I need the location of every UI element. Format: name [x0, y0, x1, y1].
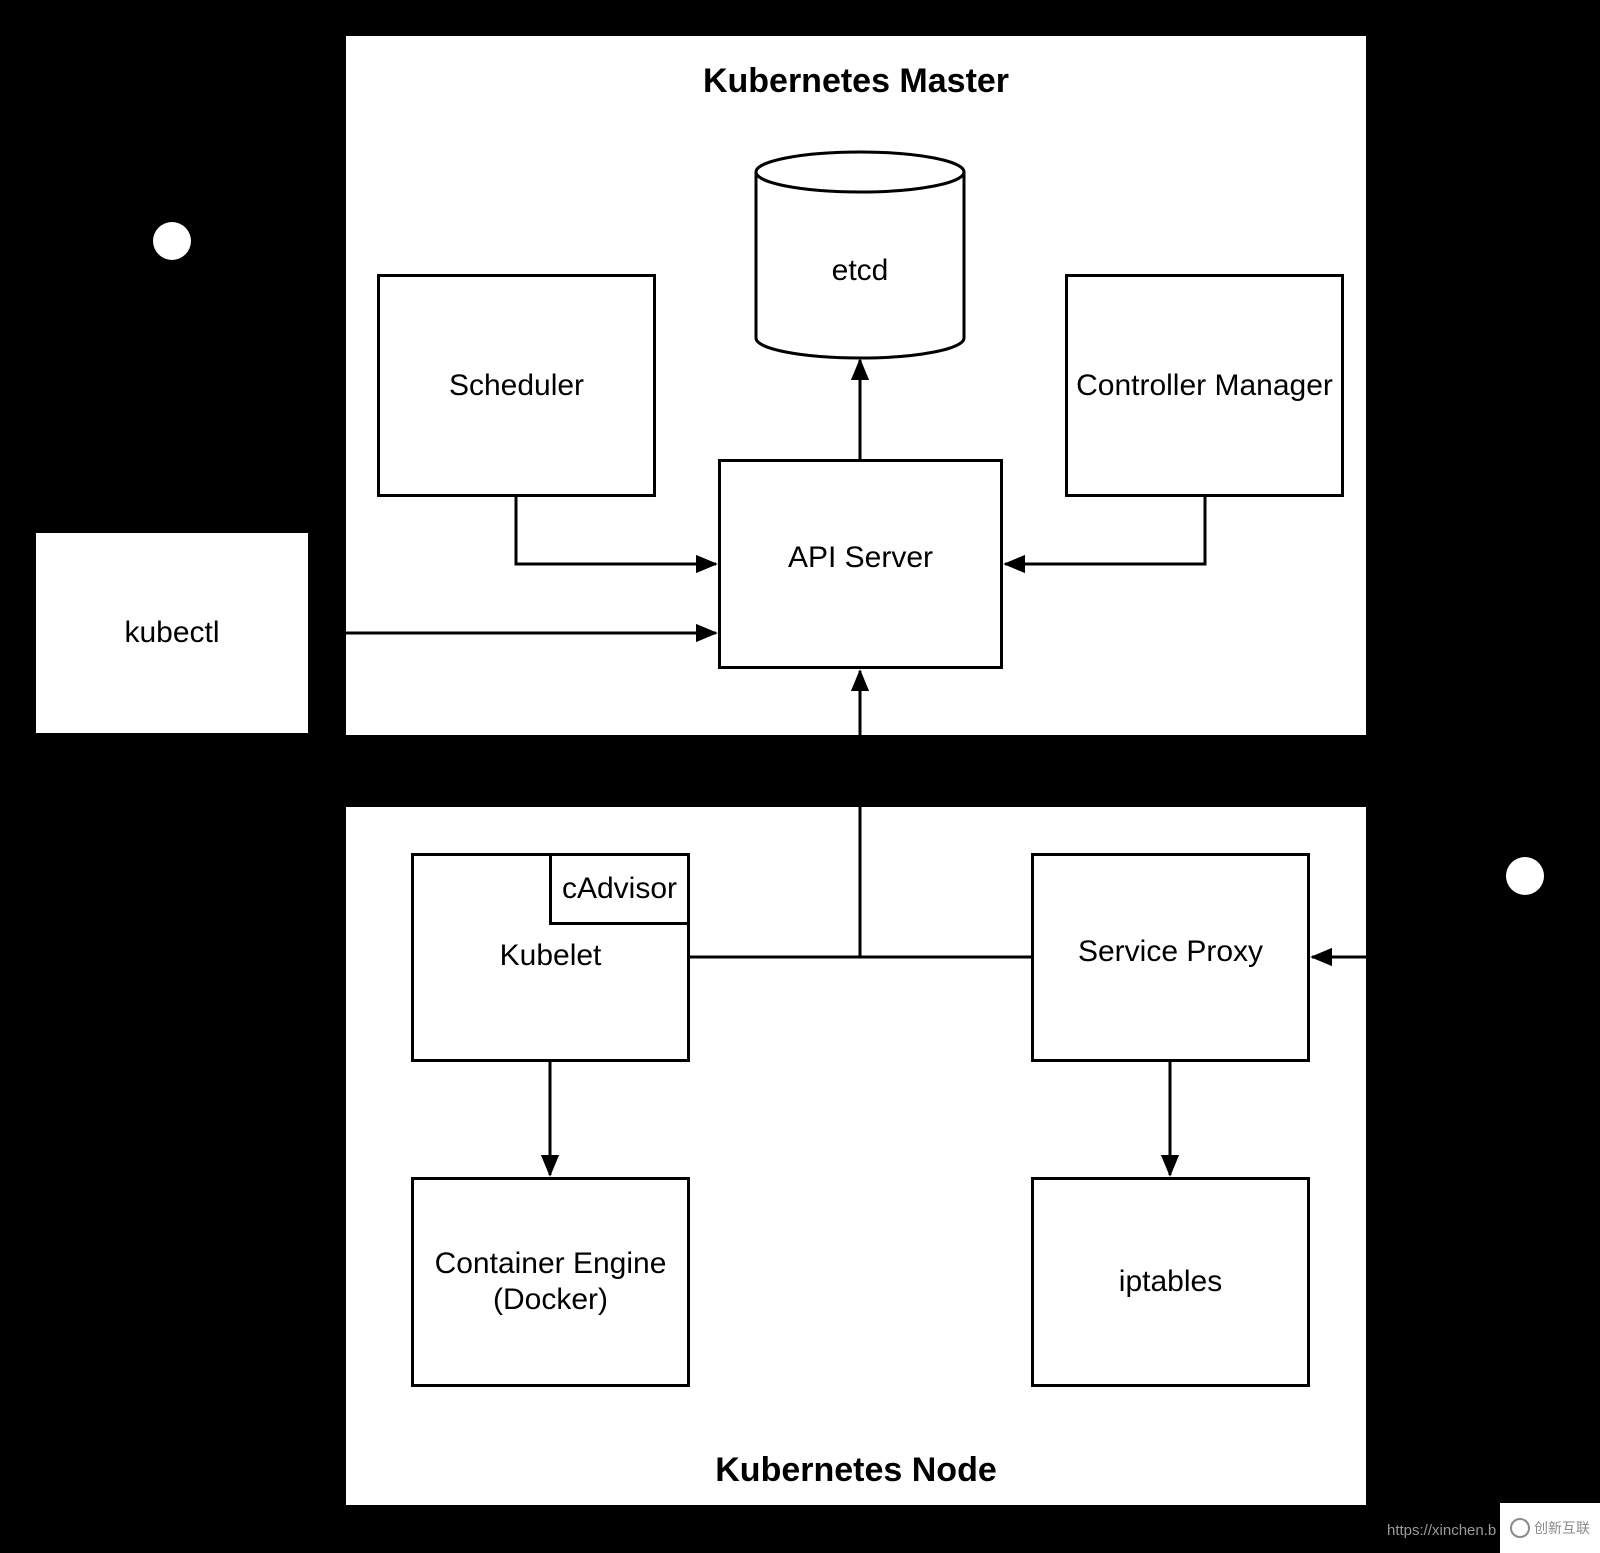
node-title: Kubernetes Node	[715, 1451, 997, 1489]
master-connector-dot	[153, 222, 191, 260]
kubectl-box: kubectl	[36, 533, 308, 733]
cadvisor-box: cAdvisor	[549, 853, 690, 925]
scheduler-label: Scheduler	[448, 368, 585, 402]
node-connector-dot	[1506, 857, 1544, 895]
kubelet-label: Kubelet	[499, 939, 602, 972]
etcd-label: etcd	[831, 254, 889, 287]
iptables-box: iptables	[1031, 1177, 1310, 1387]
controller-manager-box: Controller Manager	[1065, 274, 1344, 497]
cadvisor-label: cAdvisor	[561, 872, 678, 905]
controller-manager-label: Controller Manager	[1076, 368, 1333, 402]
service-proxy-label: Service Proxy	[1077, 934, 1264, 968]
scheduler-box: Scheduler	[377, 274, 656, 497]
master-title: Kubernetes Master	[702, 62, 1010, 100]
api-server-box: API Server	[718, 459, 1003, 669]
kubectl-label: kubectl	[124, 616, 220, 649]
watermark-logo-icon	[1510, 1518, 1530, 1538]
container-engine-label: Container Engine (Docker)	[434, 1247, 667, 1316]
iptables-label: iptables	[1118, 1265, 1223, 1298]
source-url: https://xinchen.b	[1387, 1522, 1497, 1539]
service-proxy-box: Service Proxy	[1031, 853, 1310, 1062]
container-engine-box: Container Engine (Docker)	[411, 1177, 690, 1387]
watermark-text: 创新互联	[1534, 1521, 1590, 1537]
watermark-badge: 创新互联	[1500, 1503, 1600, 1553]
api-server-label: API Server	[787, 541, 934, 574]
